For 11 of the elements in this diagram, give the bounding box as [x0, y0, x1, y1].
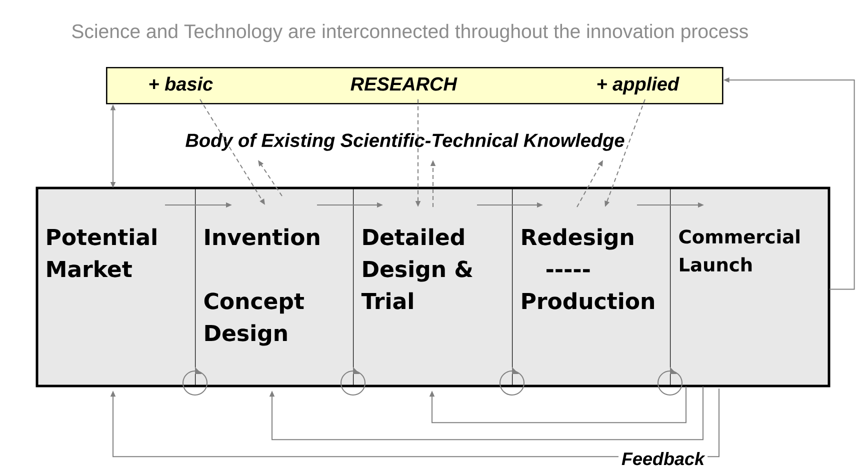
- process-column: Redesign ----- Production: [512, 188, 671, 387]
- process-column: Invention Concept Design: [195, 188, 354, 387]
- research-box: + basic RESEARCH + applied: [106, 67, 724, 104]
- arrow: [429, 386, 686, 424]
- knowledge-label: Body of Existing Scientific-Technical Knowledge: [186, 133, 624, 151]
- title: Science and Technology are interconnected throughout the innovation process: [72, 24, 748, 42]
- process-column: Potential Market: [37, 188, 196, 387]
- arrow: [269, 386, 704, 440]
- process-column: Detailed Design & Trial: [353, 188, 513, 387]
- edge-label: Feedback: [618, 448, 708, 468]
- process-column: Commercial Launch: [670, 188, 830, 387]
